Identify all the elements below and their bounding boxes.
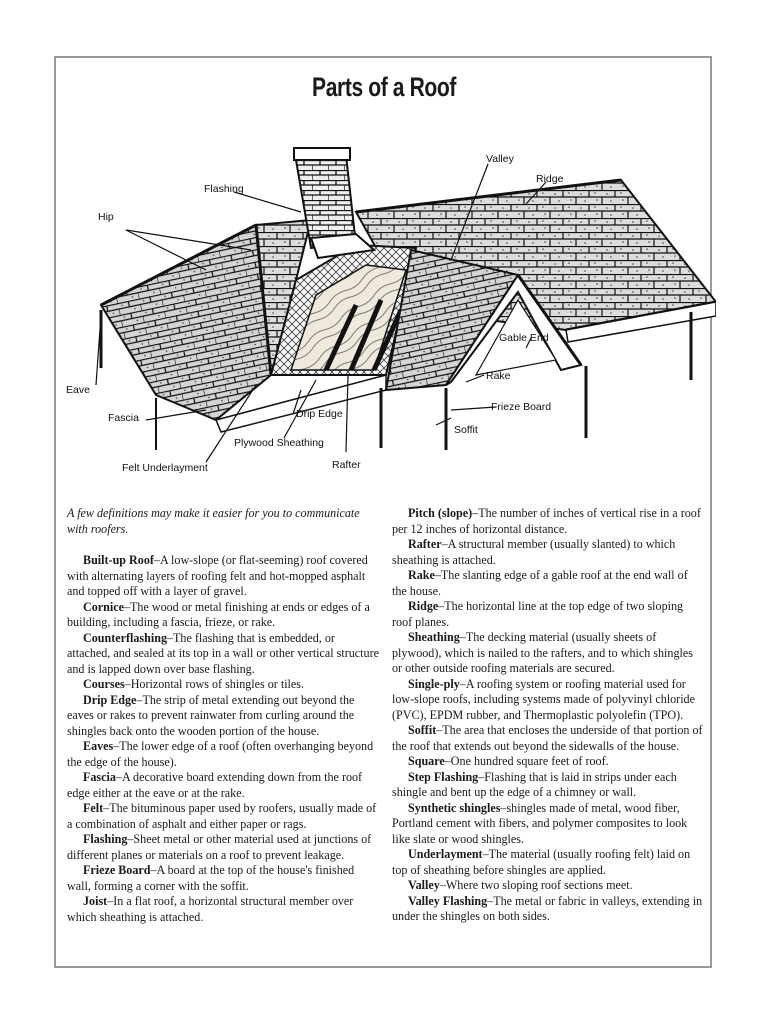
definition-item: Square–One hundred square feet of roof. <box>392 754 704 770</box>
definition-item: Counterflashing–The flashing that is emb… <box>67 631 379 678</box>
definition-item: Underlayment–The material (usually roofi… <box>392 847 704 878</box>
definition-term: Synthetic shingles <box>408 801 500 815</box>
definition-term: Felt <box>83 801 103 815</box>
definition-list-right: Pitch (slope)–The number of inches of ve… <box>392 506 704 925</box>
definition-term: Single-ply <box>408 677 460 691</box>
definition-text: –The lower edge of a roof (often overhan… <box>67 739 373 769</box>
definition-term: Courses <box>83 677 125 691</box>
definition-item: Soffit–The area that encloses the unders… <box>392 723 704 754</box>
definition-item: Ridge–The horizontal line at the top edg… <box>392 599 704 630</box>
definition-item: Valley–Where two sloping roof sections m… <box>392 878 704 894</box>
definition-term: Eaves <box>83 739 113 753</box>
definition-term: Underlayment <box>408 847 483 861</box>
definition-term: Flashing <box>83 832 127 846</box>
definition-text: –The bituminous paper used by roofers, u… <box>67 801 376 831</box>
label-hip: Hip <box>98 211 114 223</box>
definition-term: Ridge <box>408 599 438 613</box>
definition-item: Valley Flashing–The metal or fabric in v… <box>392 894 704 925</box>
label-fascia: Fascia <box>108 412 139 424</box>
definition-text: –The area that encloses the underside of… <box>392 723 703 753</box>
definition-term: Sheathing <box>408 630 460 644</box>
label-rafter: Rafter <box>332 459 361 471</box>
label-valley: Valley <box>486 153 515 165</box>
definition-item: Sheathing–The decking material (usually … <box>392 630 704 677</box>
definition-text: –The slanting edge of a gable roof at th… <box>392 568 688 598</box>
definition-item: Flashing–Sheet metal or other material u… <box>67 832 379 863</box>
definition-item: Drip Edge–The strip of metal extending o… <box>67 693 379 740</box>
page-title: Parts of a Roof <box>84 72 683 103</box>
definition-term: Drip Edge <box>83 693 136 707</box>
definition-term: Fascia <box>83 770 116 784</box>
intro-text: A few definitions may make it easier for… <box>67 506 379 537</box>
label-ridge: Ridge <box>536 173 564 185</box>
definition-term: Pitch (slope) <box>408 506 472 520</box>
label-flashing: Flashing <box>204 183 244 195</box>
label-drip-edge: Drip Edge <box>296 408 343 420</box>
definition-text: –In a flat roof, a horizontal structural… <box>67 894 353 924</box>
label-frieze-board: Frieze Board <box>491 401 551 413</box>
label-felt-underlayment: Felt Underlayment <box>122 462 208 474</box>
definition-item: Fascia–A decorative board extending down… <box>67 770 379 801</box>
definition-item: Step Flashing–Flashing that is laid in s… <box>392 770 704 801</box>
definition-item: Cornice–The wood or metal finishing at e… <box>67 600 379 631</box>
definition-item: Pitch (slope)–The number of inches of ve… <box>392 506 704 537</box>
definition-item: Built-up Roof–A low-slope (or flat-seemi… <box>67 553 379 600</box>
definition-term: Rafter <box>408 537 442 551</box>
definition-term: Square <box>408 754 445 768</box>
definition-item: Single-ply–A roofing system or roofing m… <box>392 677 704 724</box>
definition-term: Valley <box>408 878 440 892</box>
definition-item: Frieze Board–A board at the top of the h… <box>67 863 379 894</box>
definition-item: Eaves–The lower edge of a roof (often ov… <box>67 739 379 770</box>
definition-item: Joist–In a flat roof, a horizontal struc… <box>67 894 379 925</box>
definition-text: –One hundred square feet of roof. <box>445 754 609 768</box>
definition-text: –Horizontal rows of shingles or tiles. <box>125 677 304 691</box>
definition-term: Built-up Roof <box>83 553 154 567</box>
definition-term: Joist <box>83 894 107 908</box>
definition-term: Counterflashing <box>83 631 167 645</box>
definitions-left-column: A few definitions may make it easier for… <box>67 506 379 925</box>
label-soffit: Soffit <box>454 424 478 436</box>
definition-item: Synthetic shingles–shingles made of meta… <box>392 801 704 848</box>
label-rake: Rake <box>486 370 511 382</box>
definition-item: Rake–The slanting edge of a gable roof a… <box>392 568 704 599</box>
definition-item: Courses–Horizontal rows of shingles or t… <box>67 677 379 693</box>
label-eave: Eave <box>66 384 90 396</box>
definition-term: Step Flashing <box>408 770 478 784</box>
definition-term: Frieze Board <box>83 863 151 877</box>
definitions-right-column: Pitch (slope)–The number of inches of ve… <box>392 506 704 925</box>
definition-term: Soffit <box>408 723 436 737</box>
definition-term: Cornice <box>83 600 124 614</box>
roof-illustration: Valley Ridge Flashing Hip Gable End Eave… <box>56 120 716 482</box>
label-gable-end: Gable End <box>499 332 549 344</box>
definition-item: Felt–The bituminous paper used by roofer… <box>67 801 379 832</box>
definition-list-left: Built-up Roof–A low-slope (or flat-seemi… <box>67 553 379 925</box>
label-plywood-sheathing: Plywood Sheathing <box>234 437 324 449</box>
definition-term: Valley Flashing <box>408 894 487 908</box>
definition-item: Rafter–A structural member (usually slan… <box>392 537 704 568</box>
definition-text: –Where two sloping roof sections meet. <box>440 878 633 892</box>
definition-term: Rake <box>408 568 435 582</box>
